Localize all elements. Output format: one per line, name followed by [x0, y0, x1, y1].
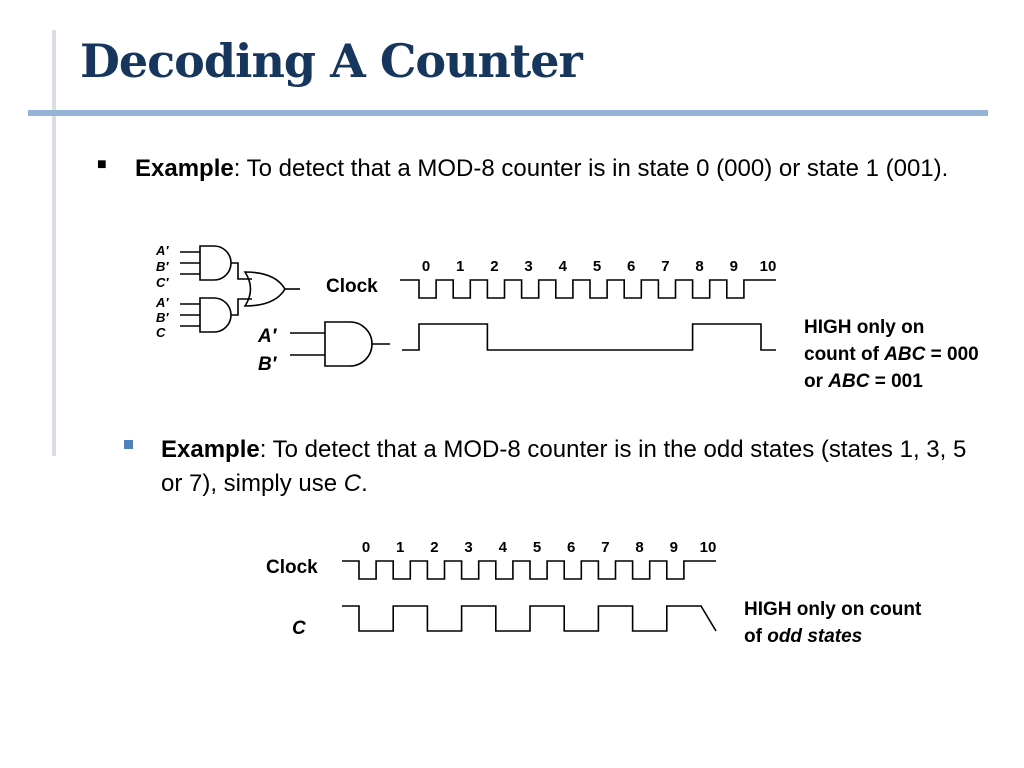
count-1-6: 6	[627, 258, 635, 275]
and-gate-main	[290, 321, 390, 367]
circuit-inputs-top: A′B′C′	[155, 243, 169, 290]
count-2-5: 5	[533, 539, 541, 556]
circuit-input-bottom-0: A′	[155, 295, 169, 310]
annotation-2: HIGH only on count of odd states	[744, 596, 921, 650]
count-labels-1: 0 1 2 3 4 5 6 7 8 9 10	[422, 258, 777, 275]
c-output-waveform	[342, 605, 717, 632]
and-gate-bottom	[180, 297, 252, 333]
count-1-10: 10	[760, 258, 777, 275]
example-2-body: : To detect that a MOD-8 counter is in t…	[161, 436, 967, 497]
clock-waveform-2	[342, 560, 716, 580]
count-2-4: 4	[499, 539, 508, 556]
example-1-body: : To detect that a MOD-8 counter is in s…	[233, 155, 949, 182]
count-1-7: 7	[661, 258, 669, 275]
left-accent-rule	[52, 30, 56, 456]
example-2-label: Example	[161, 436, 260, 463]
bullet-square-icon: ■	[97, 156, 107, 173]
annotation-2-line1: HIGH only on count	[744, 599, 922, 620]
annotation-2-line2: of odd states	[744, 626, 863, 647]
example-2-var: C	[343, 470, 362, 497]
count-2-6: 6	[567, 539, 575, 556]
count-2-9: 9	[670, 539, 678, 556]
count-1-4: 4	[559, 258, 568, 275]
page-title: Decoding A Counter	[80, 34, 583, 88]
and-gate-top	[180, 245, 252, 281]
count-1-8: 8	[695, 258, 703, 275]
annotation-1: HIGH only on count of ABC = 000 or ABC =…	[804, 314, 979, 395]
count-2-8: 8	[635, 539, 643, 556]
annotation-1-line1: HIGH only on	[804, 317, 925, 338]
count-1-2: 2	[490, 258, 498, 275]
count-1-0: 0	[422, 258, 430, 275]
circuit-input-top-1: B′	[156, 259, 169, 274]
count-1-5: 5	[593, 258, 601, 275]
count-2-0: 0	[362, 539, 370, 556]
circuit-input-top-2: C′	[156, 275, 169, 290]
count-2-10: 10	[700, 539, 717, 556]
clock-waveform-1	[400, 279, 776, 299]
gate-input-a: A′	[257, 326, 278, 347]
gate-input-b: B′	[258, 354, 278, 375]
count-2-2: 2	[430, 539, 438, 556]
example-1-text: Example: To detect that a MOD-8 counter …	[135, 152, 965, 186]
count-1-1: 1	[456, 258, 464, 275]
count-2-1: 1	[396, 539, 404, 556]
clock-label-2: Clock	[266, 557, 318, 578]
count-labels-2: 0 1 2 3 4 5 6 7 8 9 10	[362, 539, 717, 556]
title-underline	[28, 110, 988, 116]
decoder-output-waveform	[402, 323, 776, 351]
example-1-label: Example	[135, 155, 234, 182]
circuit-input-top-0: A′	[155, 243, 169, 258]
circuit-inputs-bottom: A′B′C	[155, 295, 169, 340]
bullet-square-blue-icon	[124, 440, 133, 449]
count-2-7: 7	[601, 539, 609, 556]
example-2-suffix: .	[361, 470, 368, 497]
circuit-input-bottom-1: B′	[156, 310, 169, 325]
annotation-1-line2: count of ABC = 000	[804, 344, 979, 365]
annotation-1-line3: or ABC = 001	[804, 371, 923, 392]
clock-label-1: Clock	[326, 276, 378, 297]
count-1-9: 9	[730, 258, 738, 275]
signal-label-c: C	[292, 618, 306, 639]
count-1-3: 3	[524, 258, 532, 275]
circuit-input-bottom-2: C	[156, 325, 166, 340]
count-2-3: 3	[464, 539, 472, 556]
example-2-text: Example: To detect that a MOD-8 counter …	[161, 433, 991, 501]
or-gate	[243, 271, 300, 307]
